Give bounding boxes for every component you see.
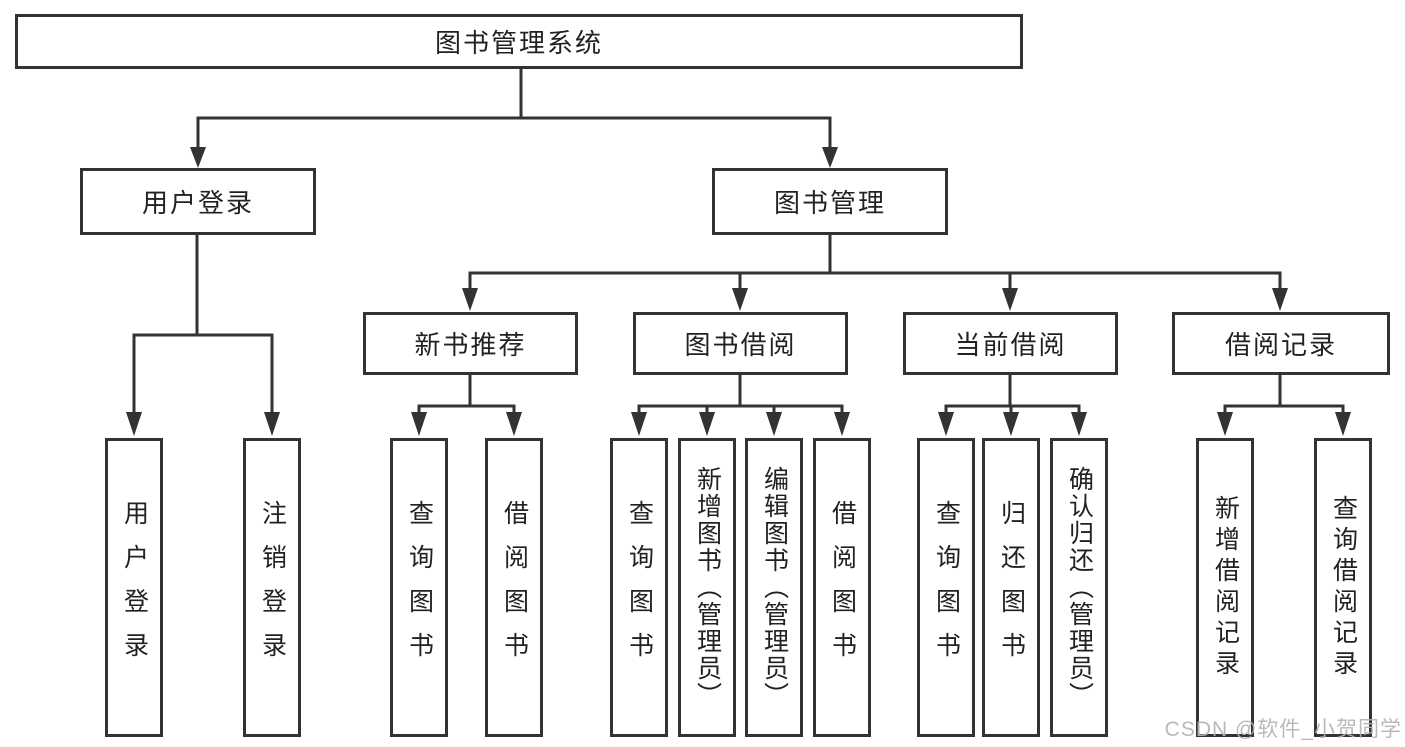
node-label: 用户登录 xyxy=(141,188,254,218)
arrowhead-down-icon xyxy=(834,412,850,436)
node-label: 图书管理 xyxy=(773,188,886,218)
leaf-label: 新增借阅记录 xyxy=(1211,494,1240,681)
node-label: 新书推荐 xyxy=(414,330,527,360)
connector-current-borrow-to-leaves xyxy=(938,375,1087,436)
leaf-label: 借阅图书 xyxy=(500,499,529,676)
leaf-label: 查询借阅记录 xyxy=(1329,494,1358,681)
arrowhead-down-icon xyxy=(1335,412,1351,436)
leaf-label: 新增图书（管理员） xyxy=(693,466,722,709)
leaf-query-books-current: 查询图书 xyxy=(917,438,975,737)
arrowhead-down-icon xyxy=(264,412,280,436)
node-current-borrowing: 当前借阅 xyxy=(903,312,1118,375)
leaf-label: 查询图书 xyxy=(932,499,961,676)
connector-new-books-to-leaves xyxy=(411,375,522,436)
leaf-label: 编辑图书（管理员） xyxy=(760,466,789,709)
node-user-login: 用户登录 xyxy=(80,168,316,235)
leaf-edit-books-admin: 编辑图书（管理员） xyxy=(745,438,803,737)
arrowhead-down-icon xyxy=(506,412,522,436)
leaf-return-books: 归还图书 xyxy=(982,438,1040,737)
node-new-book-recommend: 新书推荐 xyxy=(363,312,578,375)
arrowhead-down-icon xyxy=(822,147,838,168)
arrowhead-down-icon xyxy=(1071,412,1087,436)
arrowhead-down-icon xyxy=(699,412,715,436)
node-root-label: 图书管理系统 xyxy=(434,28,603,58)
leaf-query-borrow-record: 查询借阅记录 xyxy=(1314,438,1372,737)
leaf-borrow-books-recommend: 借阅图书 xyxy=(485,438,543,737)
leaf-label: 查询图书 xyxy=(405,499,434,676)
node-label: 当前借阅 xyxy=(954,330,1067,360)
leaf-add-borrow-record: 新增借阅记录 xyxy=(1196,438,1254,737)
arrowhead-down-icon xyxy=(1217,412,1233,436)
leaf-label: 用户登录 xyxy=(120,499,149,676)
connector-book-borrow-to-leaves xyxy=(631,375,850,436)
leaf-query-books-recommend: 查询图书 xyxy=(390,438,448,737)
arrowhead-down-icon xyxy=(1272,288,1288,311)
leaf-label: 注销登录 xyxy=(258,499,287,676)
arrowhead-down-icon xyxy=(462,288,478,311)
connector-root-to-level2 xyxy=(190,68,838,168)
arrowhead-down-icon xyxy=(126,412,142,436)
arrowhead-down-icon xyxy=(1002,288,1018,311)
leaf-add-books-admin: 新增图书（管理员） xyxy=(678,438,736,737)
arrowhead-down-icon xyxy=(411,412,427,436)
node-root: 图书管理系统 xyxy=(15,14,1023,69)
leaf-label: 归还图书 xyxy=(997,499,1026,676)
leaf-label: 确认归还（管理员） xyxy=(1065,466,1094,709)
arrowhead-down-icon xyxy=(631,412,647,436)
node-book-management: 图书管理 xyxy=(712,168,948,235)
connector-user-login-to-leaves xyxy=(126,235,280,436)
arrowhead-down-icon xyxy=(732,288,748,311)
arrowhead-down-icon xyxy=(190,147,206,168)
connector-book-mgmt-to-level3 xyxy=(462,235,1288,311)
node-borrowing-records: 借阅记录 xyxy=(1172,312,1390,375)
arrowhead-down-icon xyxy=(938,412,954,436)
leaf-user-login: 用户登录 xyxy=(105,438,163,737)
leaf-borrow-books: 借阅图书 xyxy=(813,438,871,737)
leaf-label: 借阅图书 xyxy=(828,499,857,676)
arrowhead-down-icon xyxy=(766,412,782,436)
node-label: 图书借阅 xyxy=(684,330,797,360)
leaf-label: 查询图书 xyxy=(625,499,654,676)
node-label: 借阅记录 xyxy=(1224,330,1337,360)
connector-borrow-records-to-leaves xyxy=(1217,375,1351,436)
leaf-confirm-return-admin: 确认归还（管理员） xyxy=(1050,438,1108,737)
leaf-query-books-borrow: 查询图书 xyxy=(610,438,668,737)
node-book-borrowing: 图书借阅 xyxy=(633,312,848,375)
arrowhead-down-icon xyxy=(1003,412,1019,436)
leaf-logout: 注销登录 xyxy=(243,438,301,737)
